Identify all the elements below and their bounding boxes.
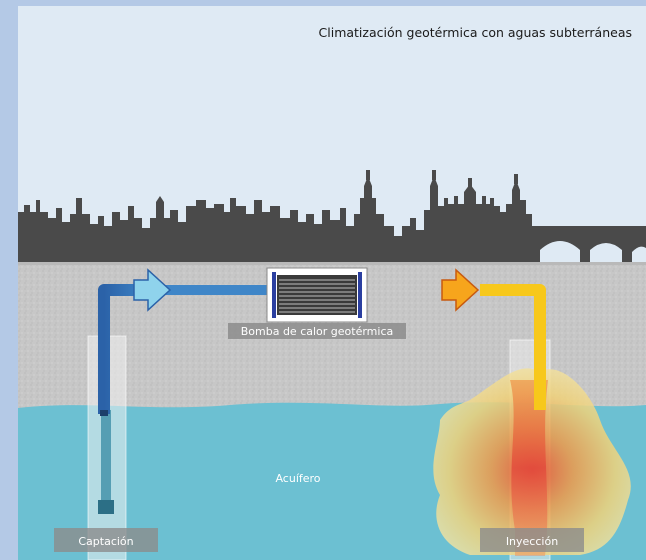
ground-line	[18, 262, 646, 265]
capture-pump-head	[98, 500, 114, 514]
injection-label: Inyección	[506, 535, 558, 548]
thermal-plume-core	[510, 380, 548, 556]
hot-flow-arrow	[441, 268, 480, 312]
sky	[18, 6, 646, 262]
cold-flow-arrow	[133, 268, 172, 312]
bridge-arches	[540, 241, 646, 262]
capture-label-box	[54, 528, 158, 552]
cold-pipe-end	[100, 410, 108, 416]
diagram-title: Climatización geotérmica con aguas subte…	[319, 25, 632, 40]
capture-label: Captación	[78, 535, 133, 548]
injection-label-box	[480, 528, 584, 552]
pump-label-box	[228, 323, 406, 339]
capture-pump	[101, 410, 111, 510]
pump-label: Bomba de calor geotérmica	[241, 325, 394, 338]
city-skyline	[18, 170, 646, 262]
heat-pump	[266, 267, 368, 323]
aquifer-label: Acuífero	[275, 472, 320, 485]
